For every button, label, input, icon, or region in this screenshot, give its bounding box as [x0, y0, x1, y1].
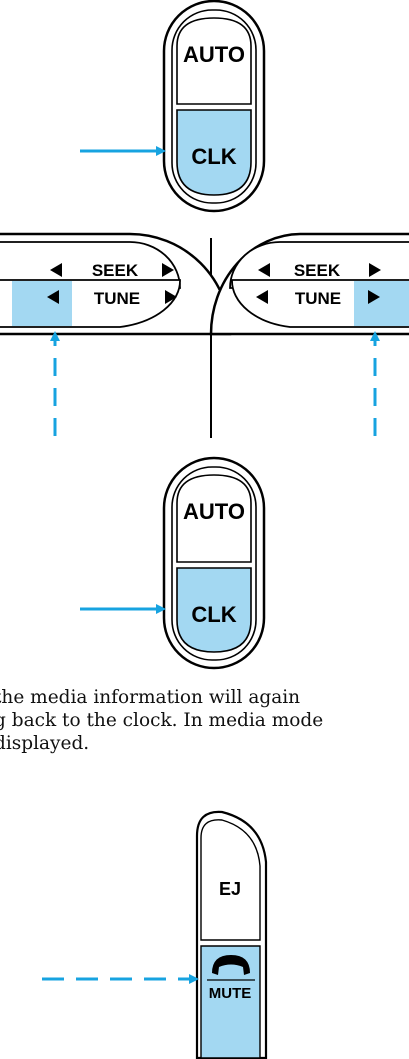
eject-button-label: EJ: [219, 879, 241, 899]
tune-label-left: TUNE: [94, 289, 140, 308]
seek-tune-panel: SEEK TUNE SEEK: [0, 232, 409, 438]
auto-button-label: AUTO: [183, 42, 245, 67]
seek-tune-cluster-right: SEEK TUNE: [209, 232, 409, 436]
auto-button-label: AUTO: [183, 499, 245, 524]
clk-button[interactable]: CLK: [176, 109, 252, 196]
seek-forward-arrow-icon[interactable]: [162, 263, 174, 277]
auto-button[interactable]: AUTO: [176, 17, 252, 105]
mute-button-label: MUTE: [209, 985, 252, 1002]
phone-icon: [212, 955, 250, 975]
eject-mute-button-panel: EJ MUTE: [42, 810, 268, 1059]
tune-button-left[interactable]: TUNE: [0, 276, 222, 396]
auto-clk-button-panel-bottom: AUTO CLK: [80, 456, 266, 670]
seek-button-left[interactable]: SEEK: [0, 241, 181, 289]
auto-button[interactable]: AUTO: [176, 474, 252, 563]
eject-button[interactable]: EJ: [200, 819, 261, 941]
seek-back-arrow-icon[interactable]: [258, 263, 270, 277]
body-text-line: displayed.: [0, 733, 90, 754]
tune-back-arrow-icon[interactable]: [256, 290, 268, 304]
tune-button-right[interactable]: TUNE: [231, 279, 409, 328]
tune-forward-arrow-icon[interactable]: [368, 290, 380, 304]
clk-button[interactable]: CLK: [176, 567, 252, 653]
tune-right-highlight[interactable]: [354, 281, 409, 326]
clk-button-label: CLK: [191, 602, 236, 627]
tune-back-arrow-icon[interactable]: [47, 290, 59, 304]
tune-left-highlight[interactable]: [12, 281, 72, 326]
seek-forward-arrow-icon[interactable]: [369, 263, 381, 277]
body-text-line: the media information will again: [0, 687, 301, 708]
body-text: the media information will again g back …: [0, 686, 409, 755]
seek-back-arrow-icon[interactable]: [50, 263, 62, 277]
mute-button[interactable]: MUTE: [200, 945, 261, 1059]
seek-label-left: SEEK: [92, 261, 139, 280]
seek-label-right: SEEK: [294, 261, 341, 280]
tune-label-right: TUNE: [295, 289, 341, 308]
tune-forward-arrow-icon[interactable]: [165, 290, 177, 304]
auto-clk-button-panel-top: AUTO CLK: [80, 0, 266, 213]
body-text-line: g back to the clock. In media mode: [0, 710, 324, 731]
clk-button-label: CLK: [191, 144, 236, 169]
seek-tune-cluster-left: SEEK TUNE: [0, 232, 232, 436]
seek-button-right[interactable]: SEEK: [229, 241, 409, 289]
